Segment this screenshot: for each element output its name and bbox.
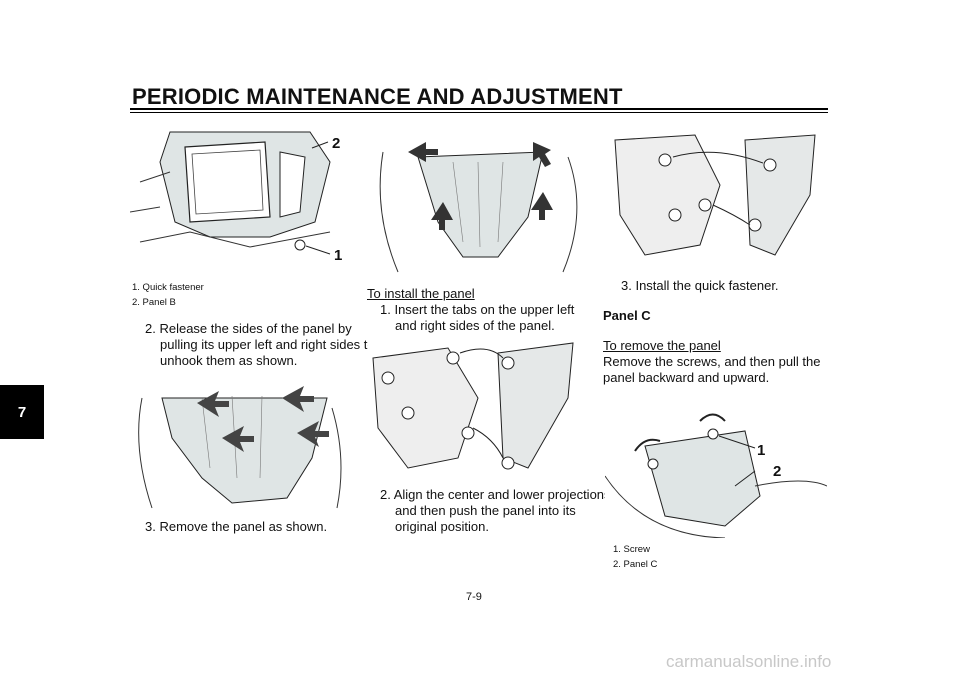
remove-heading: To remove the panel xyxy=(603,338,721,353)
watermark: carmanualsonline.info xyxy=(666,652,832,671)
chapter-tab: 7 xyxy=(0,385,44,439)
step-install-quick-fastener: 3. Install the quick fastener. xyxy=(621,278,779,293)
remove-instructions: Remove the screws, and then pull the pan… xyxy=(603,354,821,385)
install-heading: To install the panel xyxy=(367,286,475,301)
figure-quick-fastener xyxy=(130,122,355,272)
header-rule-thin xyxy=(130,112,828,113)
callout-1-screw: 1 xyxy=(757,442,766,459)
col3-text-block: 3. Install the quick fastener. Panel C T… xyxy=(603,278,831,386)
panel-c-caption-list: 1. Screw 2. Panel C xyxy=(613,542,813,572)
step-align-center: 2. Align the center and lower projection… xyxy=(380,487,611,534)
figure-panel-c xyxy=(605,396,827,538)
caption-panel-c: 2. Panel C xyxy=(613,559,658,570)
callout-2: 2 xyxy=(332,135,341,152)
page-number: 7-9 xyxy=(466,591,482,603)
figure-caption-list: 1. Quick fastener 2. Panel B xyxy=(132,280,352,310)
header-rule xyxy=(130,108,828,110)
callout-1: 1 xyxy=(334,247,343,264)
step-release-sides: 2. Release the sides of the panel by pul… xyxy=(145,321,375,368)
step-remove-panel: 3. Remove the panel as shown. xyxy=(145,519,328,534)
panel-c-heading: Panel C xyxy=(603,308,651,323)
figure-release-panel xyxy=(132,368,354,518)
caption-screw: 1. Screw xyxy=(613,544,650,555)
caption-panel-b: 2. Panel B xyxy=(132,297,176,308)
figure-panel-lift xyxy=(368,122,590,274)
install-section: To install the panel 1. Insert the tabs … xyxy=(367,286,592,334)
caption-quick-fastener: 1. Quick fastener xyxy=(132,282,204,293)
figure-quick-fastener-install xyxy=(605,125,830,273)
figure-tabs-install xyxy=(368,338,590,480)
page-title: PERIODIC MAINTENANCE AND ADJUSTMENT xyxy=(132,84,623,109)
step-insert-tabs: 1. Insert the tabs on the upper left and… xyxy=(380,302,575,333)
callout-2-panel-c: 2 xyxy=(773,463,782,480)
